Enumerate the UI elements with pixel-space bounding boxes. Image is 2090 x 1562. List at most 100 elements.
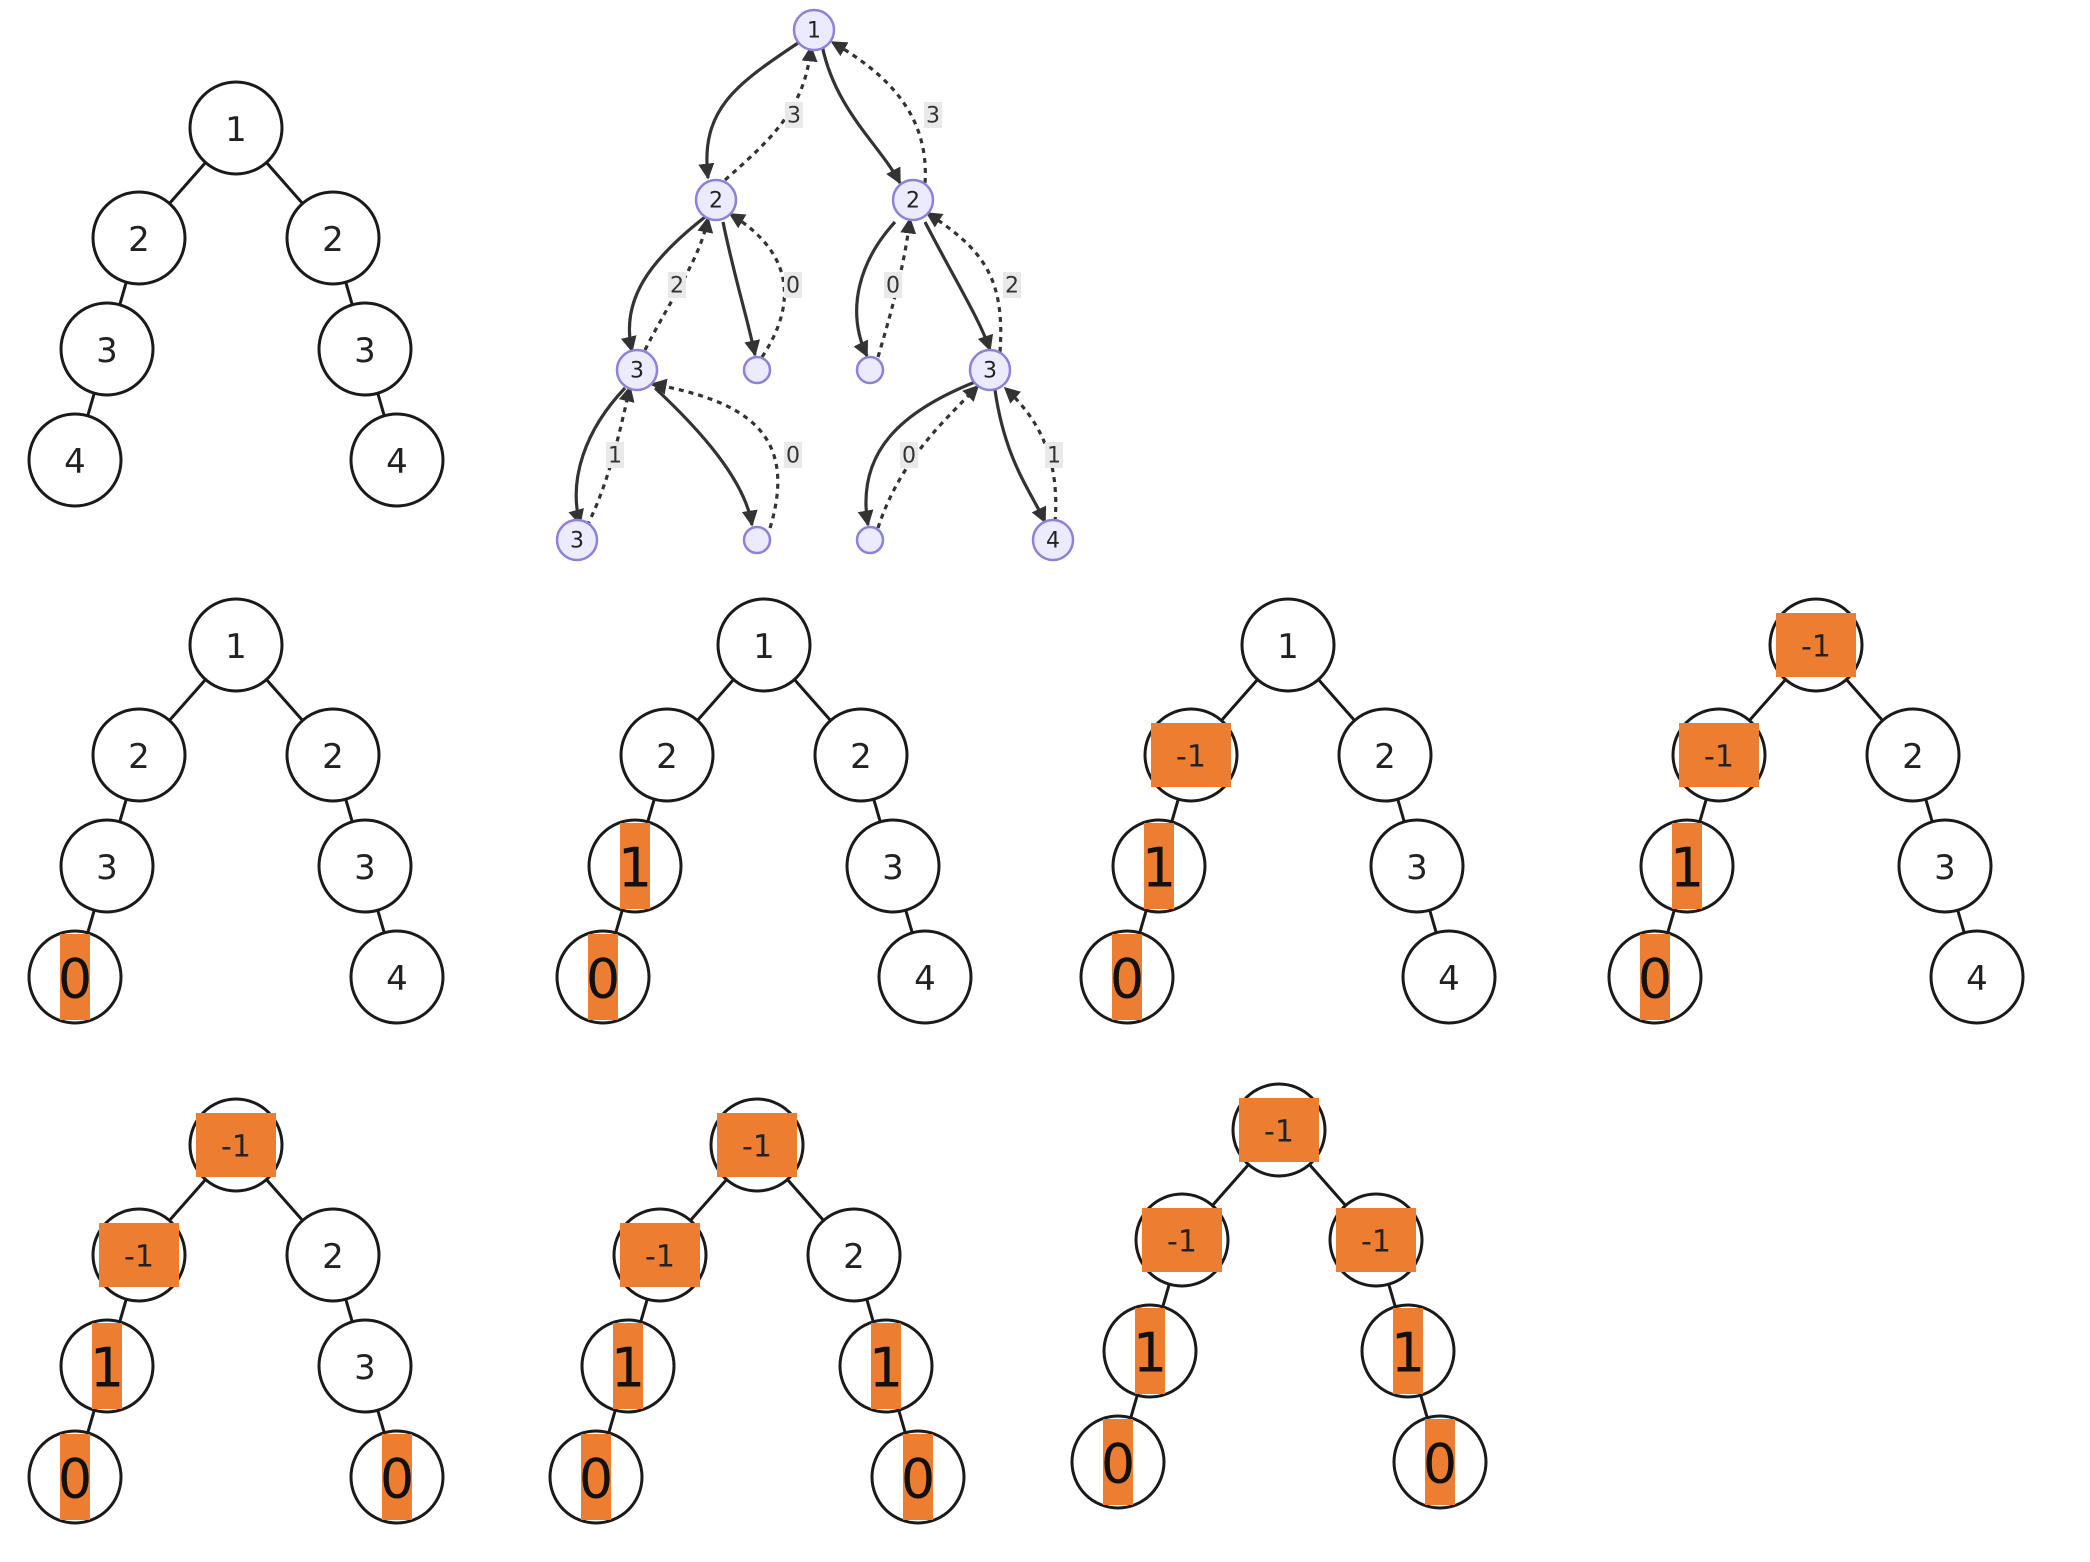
node-value: 1 bbox=[618, 837, 652, 900]
node-value: 0 bbox=[1110, 948, 1144, 1011]
node-value: -1 bbox=[124, 1240, 154, 1275]
tree-edge bbox=[1924, 798, 1934, 823]
highlight-box bbox=[620, 823, 650, 909]
node-value: 1 bbox=[90, 1337, 124, 1400]
node-value: 3 bbox=[882, 848, 904, 888]
node-value: -1 bbox=[742, 1130, 772, 1165]
node-value: 2 bbox=[128, 220, 150, 260]
tree-edge bbox=[1956, 909, 1966, 934]
tree-node: 1 bbox=[838, 1318, 934, 1414]
return-label: 0 bbox=[900, 442, 918, 469]
tree-edge bbox=[376, 392, 386, 417]
node-value: -1 bbox=[1176, 740, 1206, 775]
tree-node: 2 bbox=[619, 707, 715, 803]
node-value: 3 bbox=[354, 848, 376, 888]
node-value: 2 bbox=[1374, 737, 1396, 777]
node-value: 1 bbox=[611, 1337, 645, 1400]
highlight-box bbox=[1144, 823, 1174, 909]
tree-edge bbox=[1317, 678, 1356, 722]
svg-text:3: 3 bbox=[983, 359, 997, 384]
highlight-box bbox=[903, 1434, 933, 1520]
svg-text:2: 2 bbox=[906, 189, 920, 214]
highlight-box bbox=[1640, 934, 1670, 1020]
tree-node: 3 bbox=[317, 818, 413, 914]
node-value: 2 bbox=[128, 737, 150, 777]
tree-node: 3 bbox=[317, 301, 413, 397]
tree-node: 2 bbox=[285, 190, 381, 286]
node-value: 2 bbox=[843, 1237, 865, 1277]
node-value: 1 bbox=[225, 110, 247, 150]
tree-edge bbox=[1396, 798, 1406, 823]
svg-text:3: 3 bbox=[787, 104, 801, 129]
tree-node: 1 bbox=[1360, 1303, 1456, 1399]
tree-node: 0 bbox=[1392, 1414, 1488, 1510]
tree-node: 3 bbox=[845, 818, 941, 914]
tree-edge bbox=[376, 1409, 386, 1434]
tree-node: -1 bbox=[91, 1207, 187, 1303]
node-value: -1 bbox=[1361, 1225, 1391, 1260]
tree-edge bbox=[265, 1178, 304, 1222]
svg-text:1: 1 bbox=[608, 444, 622, 469]
tree-edge bbox=[86, 1409, 96, 1434]
node-value: 0 bbox=[380, 1448, 414, 1511]
tree-node: 1 bbox=[1111, 818, 1207, 914]
tree-edge bbox=[607, 1409, 617, 1434]
node-value: 3 bbox=[354, 1348, 376, 1388]
tree-edge bbox=[1308, 1163, 1347, 1207]
tree-node: 1 bbox=[59, 1318, 155, 1414]
svg-text:0: 0 bbox=[786, 274, 800, 299]
tree-node: 0 bbox=[1070, 1414, 1166, 1510]
tree-node: 4 bbox=[349, 412, 445, 508]
tree-edge bbox=[86, 909, 96, 934]
recursion-node-empty bbox=[855, 525, 885, 555]
node-value: -1 bbox=[221, 1130, 251, 1165]
node-value: -1 bbox=[645, 1240, 675, 1275]
node-value: 1 bbox=[869, 1337, 903, 1400]
tree-node: 2 bbox=[813, 707, 909, 803]
node-value: 2 bbox=[656, 737, 678, 777]
tree-node: 2 bbox=[1865, 707, 1961, 803]
highlight-box bbox=[588, 934, 618, 1020]
highlight-box bbox=[717, 1113, 797, 1177]
tree-node: 2 bbox=[806, 1207, 902, 1303]
svg-text:1: 1 bbox=[1047, 444, 1061, 469]
recursion-node-empty bbox=[742, 355, 772, 385]
tree-node: -1 bbox=[1671, 707, 1767, 803]
node-value: 0 bbox=[1101, 1433, 1135, 1496]
svg-text:3: 3 bbox=[570, 529, 584, 554]
node-value: 1 bbox=[1277, 627, 1299, 667]
highlight-box bbox=[99, 1223, 179, 1287]
tree-edge bbox=[646, 798, 656, 823]
recursion-node: 3 bbox=[968, 348, 1012, 392]
tree-edge bbox=[1428, 909, 1438, 934]
tree-node: -1 bbox=[709, 1097, 805, 1193]
tree-node: 2 bbox=[1337, 707, 1433, 803]
tree-edge bbox=[168, 678, 207, 722]
tree-edge bbox=[118, 1298, 128, 1323]
tree-node: -1 bbox=[1134, 1192, 1230, 1288]
highlight-box bbox=[1112, 934, 1142, 1020]
tree-node: 0 bbox=[1607, 929, 1703, 1025]
tree-edge bbox=[689, 1178, 728, 1222]
node-value: 0 bbox=[1423, 1433, 1457, 1496]
node-value: 4 bbox=[914, 959, 936, 999]
tree-edge bbox=[786, 1178, 825, 1222]
node-value: 1 bbox=[1142, 837, 1176, 900]
tree-node: 3 bbox=[1369, 818, 1465, 914]
tree-edge bbox=[344, 1298, 354, 1323]
node-value: -1 bbox=[1704, 740, 1734, 775]
node-value: 1 bbox=[1133, 1322, 1167, 1385]
node-value: -1 bbox=[1264, 1115, 1294, 1150]
recursion-node-empty bbox=[855, 355, 885, 385]
highlight-box bbox=[620, 1223, 700, 1287]
highlight-box bbox=[1425, 1419, 1455, 1505]
tree-node: 3 bbox=[59, 818, 155, 914]
node-value: 0 bbox=[58, 1448, 92, 1511]
return-label: 0 bbox=[784, 442, 802, 469]
tree-node: 3 bbox=[59, 301, 155, 397]
tree-edge bbox=[118, 798, 128, 823]
